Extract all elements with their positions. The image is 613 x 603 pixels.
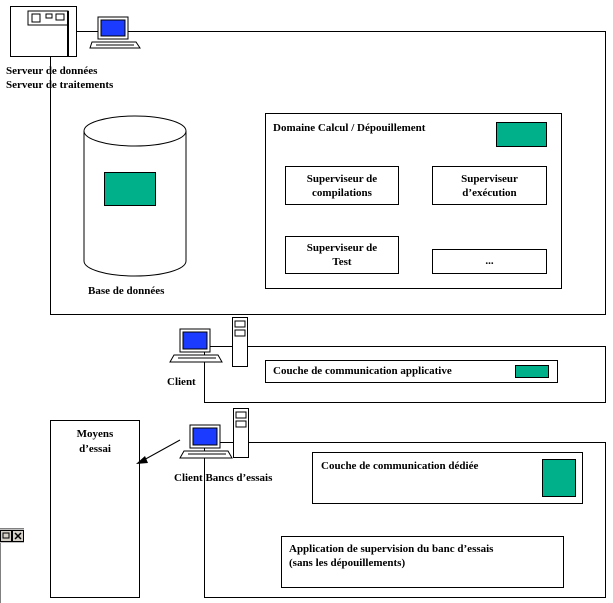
test-means-line2: d’essai	[79, 443, 111, 455]
bench-layer-box	[312, 452, 583, 504]
server-label-line1: Serveur de données	[6, 65, 98, 77]
domain-title: Domaine Calcul / Dépouillement	[273, 122, 426, 134]
bench-tower-icon	[233, 408, 249, 458]
arrow-icon	[136, 439, 181, 464]
client-label: Client	[167, 376, 196, 388]
window-controls-icon[interactable]	[0, 530, 24, 544]
window-fragment	[0, 528, 25, 603]
supervisor-compilations-line1: Superviseur de	[306, 173, 378, 185]
supervisor-execution-line2: d’exécution	[462, 187, 517, 199]
test-means-line1: Moyens	[76, 428, 114, 440]
bench-app-box	[281, 536, 564, 588]
client-layer-label: Couche de communication applicative	[273, 365, 452, 377]
supervisor-execution-line1: Superviseur	[461, 173, 518, 185]
client-computer-icon	[169, 328, 223, 363]
supervisor-execution-box	[432, 166, 547, 205]
bench-app-line2: (sans les dépouillements)	[289, 557, 406, 569]
client-layer-chip	[515, 365, 549, 378]
database-label: Base de données	[88, 285, 165, 297]
domain-chip	[496, 122, 547, 147]
supervisor-test-box	[285, 236, 399, 274]
ellipsis-label: ...	[485, 255, 494, 267]
ellipsis-box	[432, 249, 547, 274]
bench-layer-label: Couche de communication dédiée	[321, 460, 479, 472]
bench-app-line1: Application de supervision du banc d’ess…	[289, 543, 494, 555]
bench-layer-chip	[542, 459, 576, 497]
server-icon	[10, 6, 77, 57]
client-layer-box	[265, 360, 558, 383]
server-label-line2: Serveur de traitements	[6, 79, 114, 91]
test-means-box	[50, 420, 140, 598]
supervisor-compilations-line2: compilations	[312, 187, 372, 199]
supervisor-compilations-box	[285, 166, 399, 205]
bench-computer-icon	[179, 424, 233, 459]
bench-label: Client Bancs d’essais	[174, 472, 273, 484]
supervisor-test-line2: Test	[332, 256, 352, 268]
supervisor-test-line1: Superviseur de	[306, 242, 378, 254]
computer-icon	[89, 16, 141, 49]
tower-icon	[232, 317, 248, 367]
window-body	[0, 543, 25, 603]
database-chip	[104, 172, 156, 206]
